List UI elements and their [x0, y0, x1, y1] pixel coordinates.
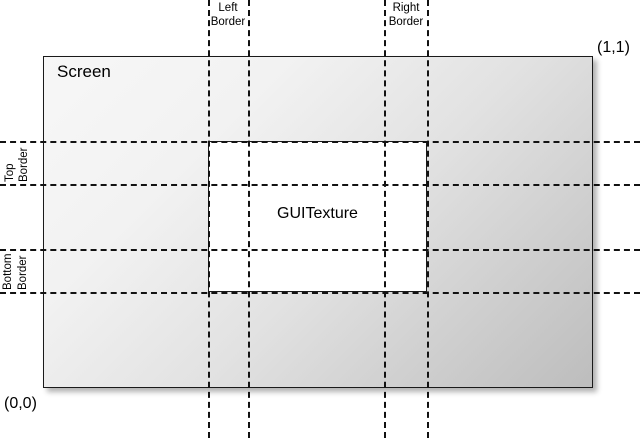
left-border-label-line1: Left	[218, 2, 238, 14]
top-border-label-line2: Border	[18, 147, 30, 182]
screen-label: Screen	[57, 62, 111, 81]
guide-line-top-border-outer	[0, 141, 640, 143]
top-border-label-line1: Top	[4, 163, 16, 182]
guide-line-right-border-inner	[384, 0, 386, 438]
guide-line-top-border-inner	[0, 184, 640, 186]
right-border-label-line1: Right	[392, 2, 420, 14]
guitexture-rectangle	[208, 141, 427, 292]
bottom-border-label-line1: Bottom	[2, 253, 14, 290]
guide-line-bottom-border-outer	[0, 292, 640, 294]
coordinate-label-bottom-left: (0,0)	[4, 395, 37, 412]
guide-line-bottom-border-inner	[0, 249, 640, 251]
guitexture-label: GUITexture	[277, 205, 358, 222]
guide-line-left-border-outer	[208, 0, 210, 438]
coordinate-label-top-right: (1,1)	[597, 39, 630, 56]
guide-line-left-border-inner	[248, 0, 250, 438]
left-border-label-line2: Border	[210, 16, 246, 28]
guide-line-right-border-outer	[427, 0, 429, 438]
right-border-label-line2: Border	[388, 16, 424, 28]
bottom-border-label-line2: Border	[17, 255, 29, 290]
